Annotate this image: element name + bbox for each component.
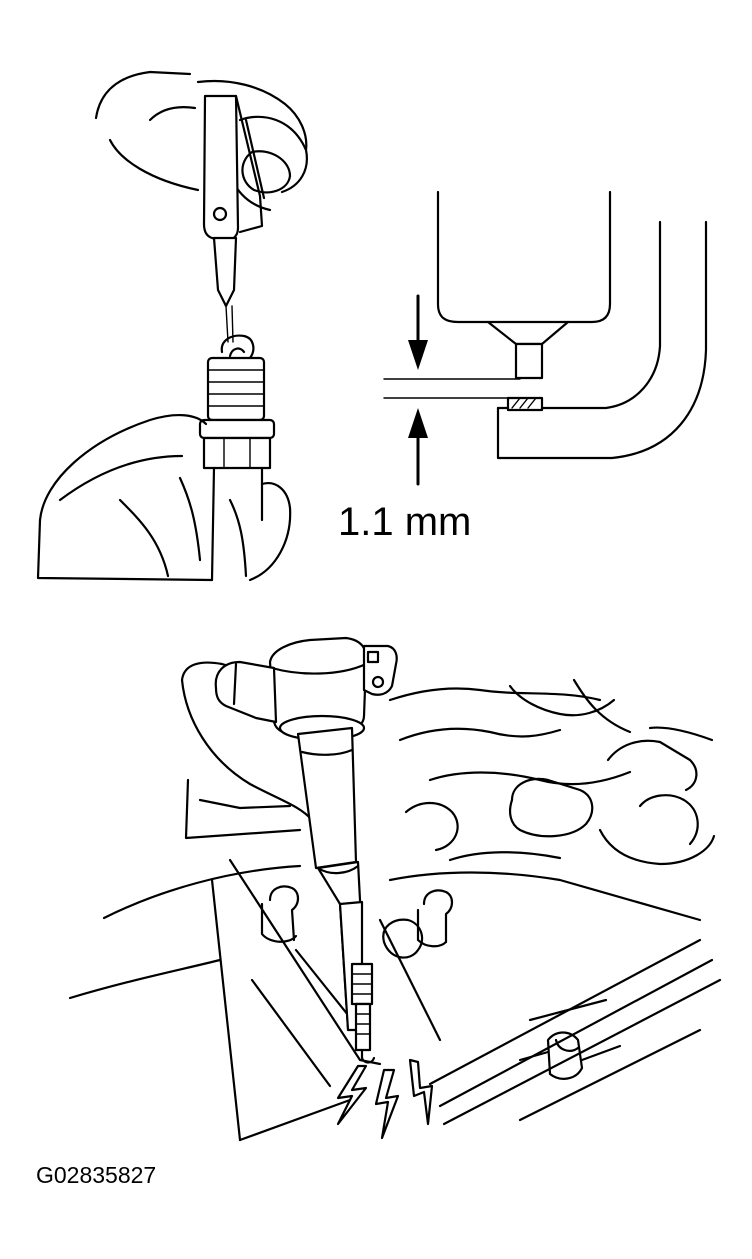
electrode-gap-measurement: 1.1 mm [338,500,472,544]
electrode-gap-detail-icon [383,190,708,486]
ignition-coil-icon [214,636,398,1064]
spark-plug-icon [198,334,276,582]
spark-bolt-icon [336,1058,434,1140]
engine-head-icon [68,661,722,1142]
figure-id: G02835827 [36,1162,157,1188]
lower-hand-icon [36,414,292,582]
feeler-gauge-hand-icon [94,70,308,343]
